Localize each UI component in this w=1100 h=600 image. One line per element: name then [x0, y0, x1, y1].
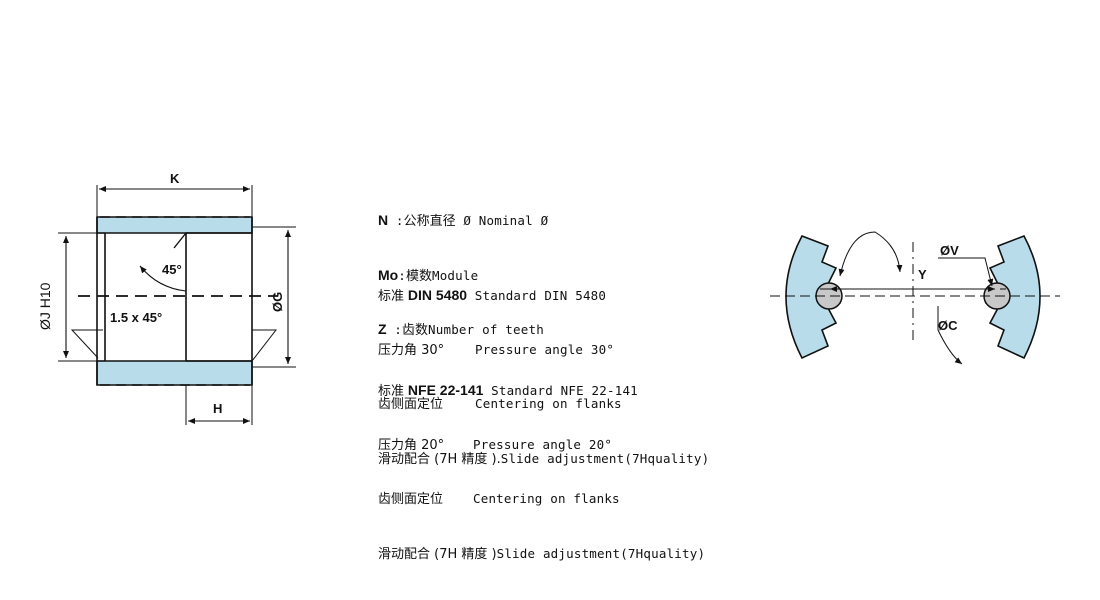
din-heading-en: Standard DIN 5480 — [467, 288, 607, 303]
nfe-heading: 标准 NFE 22-141 Standard NFE 22-141 — [378, 381, 705, 400]
din-block: 标准 DIN 5480 Standard DIN 5480 压力角 30° Pre… — [378, 250, 709, 486]
legend-n-key: N — [378, 212, 389, 228]
k-label: K — [170, 171, 180, 186]
legend-block: N :公称直径 Ø Nominal Ø Mo:模数Module Z :齿数Num… — [378, 175, 548, 357]
j-label: ØJ H10 — [37, 282, 53, 330]
nfe-center-en: Centering on flanks — [473, 491, 620, 506]
nfe-fit: 滑动配合 (7H 精度 )Slide adjustment(7Hquality) — [378, 545, 705, 564]
y-leader — [838, 231, 903, 277]
legend-n-sep: : — [388, 213, 404, 228]
h-label: H — [213, 401, 222, 416]
v-leader — [938, 257, 994, 287]
legend-n: N :公称直径 Ø Nominal Ø — [378, 211, 548, 230]
din-fit-zh: 滑动配合 (7H 精度 ). — [378, 451, 501, 467]
c-label: ØC — [938, 318, 958, 333]
nfe-center: 齿侧面定位 Centering on flanks — [378, 490, 705, 509]
din-angle-zh: 压力角 30° — [378, 342, 445, 358]
din-center-en: Centering on flanks — [475, 396, 622, 411]
legend-mo-text: Module — [431, 267, 479, 283]
din-angle: 压力角 30° Pressure angle 30° — [378, 341, 709, 360]
nfe-fit-zh: 滑动配合 (7H 精度 ) — [378, 546, 497, 562]
legend-mo-zh: 模数 — [405, 268, 432, 284]
din-center: 齿侧面定位 Centering on flanks — [378, 395, 709, 414]
legend-n-text: Ø Nominal Ø — [455, 213, 549, 228]
din-heading: 标准 DIN 5480 Standard DIN 5480 — [378, 286, 709, 305]
g-label: ØG — [270, 292, 285, 312]
y-label: Y — [918, 267, 927, 282]
legend-z: Z :齿数Number of teeth — [378, 320, 548, 339]
angle-label: 45° — [162, 262, 182, 277]
v-label: ØV — [940, 243, 959, 258]
chamfer-label: 1.5 x 45° — [110, 310, 162, 325]
c-leader — [937, 306, 963, 365]
nfe-center-zh: 齿侧面定位 — [378, 492, 444, 507]
legend-z-zh: 齿数 — [402, 323, 429, 338]
angle-arc — [139, 265, 187, 292]
din-fit: 滑动配合 (7H 精度 ).Slide adjustment(7Hquality… — [378, 450, 709, 469]
nfe-fit-en: Slide adjustment(7Hquality) — [496, 545, 706, 561]
nfe-heading-en: Standard NFE 22-141 — [483, 383, 638, 398]
chamfer-leader — [70, 329, 278, 362]
bushing-outline — [96, 217, 253, 385]
nfe-heading-zh: 标准 — [378, 384, 405, 399]
bottom-wall-section — [96, 360, 253, 386]
din-heading-code: DIN 5480 — [404, 287, 468, 303]
nfe-block: 标准 NFE 22-141 Standard NFE 22-141 压力角 20… — [378, 345, 705, 581]
nfe-angle-zh: 压力角 20° — [378, 437, 445, 453]
din-fit-en: Slide adjustment(7Hquality) — [500, 450, 710, 466]
legend-mo: Mo:模数Module — [378, 266, 548, 285]
legend-z-sep: : — [386, 322, 403, 337]
nfe-heading-code: NFE 22-141 — [404, 382, 484, 398]
legend-z-key: Z — [378, 321, 387, 337]
legend-z-text: Number of teeth — [428, 322, 544, 337]
legend-mo-sep: : — [398, 267, 406, 283]
din-heading-zh: 标准 — [378, 289, 405, 304]
legend-mo-key: Mo — [378, 266, 399, 283]
chamfer-line — [173, 232, 187, 249]
din-center-zh: 齿侧面定位 — [378, 397, 444, 412]
nfe-angle-en: Pressure angle 20° — [473, 436, 613, 452]
din-angle-en: Pressure angle 30° — [475, 341, 615, 357]
nfe-angle: 压力角 20° Pressure angle 20° — [378, 436, 705, 455]
legend-n-zh: 公称直径 — [403, 214, 456, 229]
